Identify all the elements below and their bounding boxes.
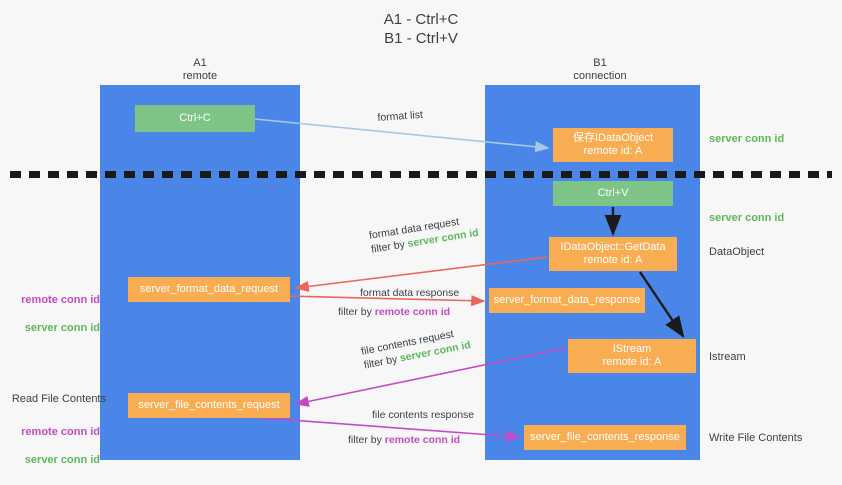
annotation-text: server conn id bbox=[709, 133, 785, 145]
label-file-contents-response: file contents response bbox=[372, 409, 475, 421]
label-format-data-response: format data response bbox=[360, 287, 460, 299]
annotation-server-conn-id: server conn id bbox=[24, 454, 100, 466]
annotation-remote-conn-id: remote conn id bbox=[21, 426, 100, 438]
node-server-format-data-response[interactable]: server_format_data_response bbox=[489, 288, 645, 313]
node-ctrl-c[interactable]: Ctrl+C bbox=[135, 105, 255, 132]
filter-key-remote-conn-id: remote conn id bbox=[374, 306, 451, 318]
label-file-contents-response-filter: filter by remote conn id bbox=[348, 433, 460, 447]
annotation-left-conn-ids-1: remote conn id server conn id bbox=[8, 279, 100, 349]
annotation-right-istream: Istream bbox=[709, 351, 746, 363]
annotation-right-server-conn-id-top: server conn id bbox=[709, 132, 784, 146]
label-format-data-request: format data request filter by server con… bbox=[368, 212, 480, 257]
label-format-data-response-filter: filter by remote conn id bbox=[338, 305, 450, 319]
annotation-text: server conn id bbox=[709, 212, 785, 224]
annotation-right-server-conn-id-mid: server conn id bbox=[709, 211, 784, 225]
node-idataobject[interactable]: 保存IDataObject remote id: A bbox=[553, 128, 673, 162]
node-server-file-contents-response[interactable]: server_file_contents_response bbox=[524, 425, 686, 450]
annotation-server-conn-id: server conn id bbox=[24, 322, 100, 334]
label-format-list: format list bbox=[377, 108, 424, 124]
filter-prefix: filter by bbox=[348, 434, 385, 446]
node-istream[interactable]: IStream remote id: A bbox=[568, 339, 696, 373]
column-header-a1: A1 remote bbox=[182, 57, 218, 82]
annotation-left-conn-ids-2: remote conn id server conn id bbox=[8, 411, 100, 481]
annotation-right-write-file-contents: Write File Contents bbox=[709, 432, 803, 444]
annotation-left-read-file-contents: Read File Contents bbox=[11, 393, 106, 405]
column-header-b1: B1 connection bbox=[573, 57, 627, 82]
node-idataobject-getdata[interactable]: IDataObject::GetData remote id: A bbox=[549, 237, 677, 271]
node-server-file-contents-request[interactable]: server_file_contents_request bbox=[128, 393, 290, 418]
page-title: A1 - Ctrl+C B1 - Ctrl+V bbox=[383, 11, 459, 47]
phase-divider bbox=[10, 171, 832, 178]
annotation-right-dataobject: DataObject bbox=[709, 246, 765, 258]
filter-key-remote-conn-id: remote conn id bbox=[384, 434, 461, 446]
node-server-format-data-request[interactable]: server_format_data_request bbox=[128, 277, 290, 302]
label-file-contents-request: file contents request filter by server c… bbox=[360, 324, 472, 372]
filter-prefix: filter by bbox=[338, 306, 375, 318]
annotation-remote-conn-id: remote conn id bbox=[21, 294, 100, 306]
node-ctrl-v[interactable]: Ctrl+V bbox=[553, 181, 673, 206]
